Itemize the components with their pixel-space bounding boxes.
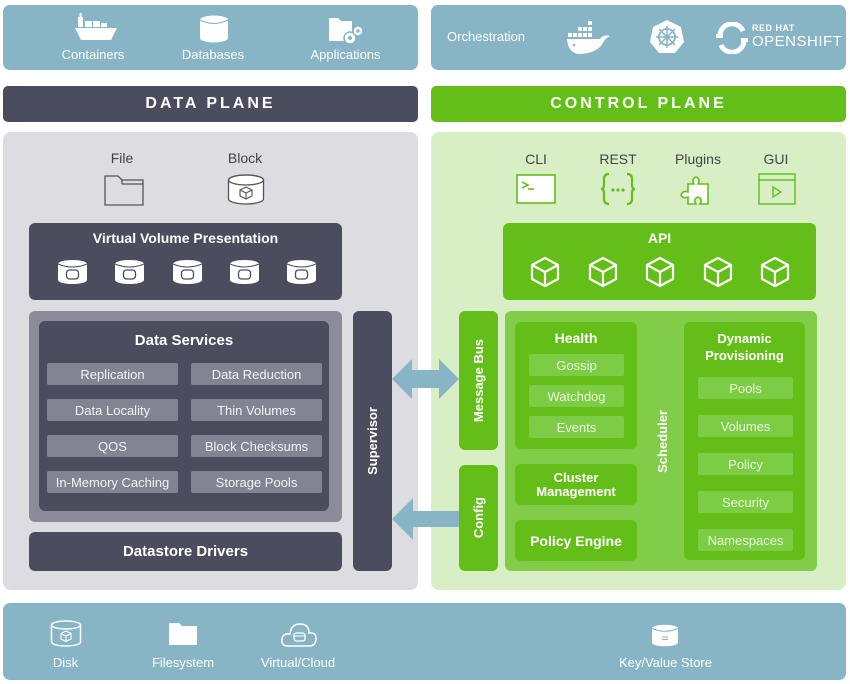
disk-item: Disk [38,618,93,673]
data-service-in-memory-caching: In-Memory Caching [47,471,178,493]
cli-label: CLI [525,151,547,167]
config-label: Config [471,497,486,539]
folder-icon [104,175,144,206]
folder-icon [169,623,197,645]
containers-item: Containers [48,13,138,65]
container-ship-icon [75,13,117,40]
provisioning-volumes: Volumes [698,415,793,437]
bottom-bar: Disk Filesystem Virtual/Cloud Key/Value … [3,603,846,680]
databases-label: Databases [181,47,245,62]
scheduler-label: Scheduler [654,409,670,473]
cube-icon [645,256,675,288]
openshift-line2: OPENSHIFT [752,33,843,50]
provisioning-policy: Policy [698,453,793,475]
gui-label: GUI [763,151,789,167]
terminal-icon [516,174,556,204]
volume-icon [115,260,145,284]
dynamic-provisioning: Dynamic Provisioning Pools Volumes Polic… [684,322,805,560]
data-services: Data Services Replication Data Reduction… [39,321,329,511]
block-label: Block [227,150,263,166]
provisioning-security: Security [698,491,793,513]
database-icon [199,15,229,43]
applications-label: Applications [310,47,381,62]
virtual-cloud-item: Virtual/Cloud [248,618,348,673]
data-service-qos: QOS [47,435,178,457]
health-events: Events [529,416,624,438]
cluster-management: Cluster Management [515,464,637,505]
supervisor-label: Supervisor [365,407,380,475]
openshift-line1: RED HAT [752,23,795,33]
message-bus-label: Message Bus [471,338,486,423]
openshift-icon [716,22,748,54]
virtual-cloud-label: Virtual/Cloud [260,655,336,670]
provisioning-namespaces: Namespaces [698,529,793,551]
cloud-icon [281,623,317,647]
volume-icon [57,260,88,284]
api-title: API [647,230,672,246]
kv-database-icon [651,624,679,647]
folder-gears-icon [329,18,364,45]
volume-list [57,259,317,287]
top-right-bar: Orchestration RED HAT OPENSHIFT [431,5,846,70]
data-service-replication: Replication [47,363,178,385]
virtual-volume-presentation: Virtual Volume Presentation [29,223,342,300]
left-arrow-icon [392,498,459,540]
puzzle-icon [680,176,709,205]
volume-icon [172,260,202,284]
filesystem-item: Filesystem [143,618,223,673]
file-label: File [110,150,134,166]
data-service-block-checksums: Block Checksums [191,435,322,457]
containers-label: Containers [61,47,125,62]
data-plane-banner: DATA PLANE [3,86,418,122]
docker-whale-icon [567,21,610,54]
databases-item: Databases [168,13,258,65]
datastore-drivers: Datastore Drivers [29,532,342,571]
config: Config [459,465,498,571]
health-title: Health [554,330,598,346]
cube-icon [588,256,617,288]
api-block: API [503,223,816,300]
block-disk-icon [227,174,265,205]
openshift-logo: RED HAT OPENSHIFT [716,20,842,56]
cube-icon [703,256,732,288]
window-play-icon [758,173,796,205]
braces-icon [600,172,636,206]
control-plane-banner: CONTROL PLANE [431,86,846,122]
rest-label: REST [599,151,637,167]
volume-icon [286,260,317,284]
filesystem-label: Filesystem [151,655,215,670]
message-bus: Message Bus [459,311,498,450]
key-value-store-label: Key/Value Store [619,655,712,670]
disk-label: Disk [52,655,79,670]
policy-engine: Policy Engine [515,520,637,561]
bidirectional-arrow-icon [392,359,459,399]
scheduler: Scheduler [648,311,676,571]
key-value-store-item: Key/Value Store [603,618,728,673]
kubernetes-helm-icon [650,20,684,53]
disk-icon [50,620,82,647]
data-service-data-reduction: Data Reduction [191,363,322,385]
top-left-bar: Containers Databases Applications [3,5,418,70]
health-watchdog: Watchdog [529,385,624,407]
virtual-volume-title: Virtual Volume Presentation [92,230,279,246]
data-services-title: Data Services [134,332,234,349]
plugins-label: Plugins [675,151,721,167]
health: Health Gossip Watchdog Events [515,322,637,449]
volume-icon [229,260,259,284]
data-service-thin-volumes: Thin Volumes [191,399,322,421]
cube-icon [760,256,790,288]
provisioning-pools: Pools [698,377,793,399]
applications-item: Applications [298,13,393,65]
health-gossip: Gossip [529,354,624,376]
orchestration-label: Orchestration [447,29,526,44]
supervisor: Supervisor [353,311,392,571]
dynamic-provisioning-title: Dynamic Provisioning [705,331,784,363]
api-cube-list [530,256,790,288]
data-service-data-locality: Data Locality [47,399,178,421]
data-service-storage-pools: Storage Pools [191,471,322,493]
cube-icon [530,256,560,288]
